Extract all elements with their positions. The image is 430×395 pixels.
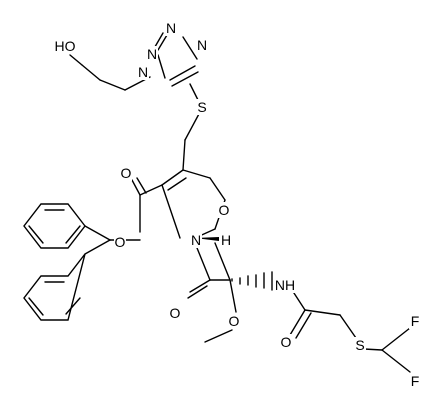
atom-o-lactam: O (169, 305, 181, 321)
atom-n-tetrazole-1: N (165, 20, 177, 36)
svg-text:O: O (121, 165, 132, 181)
svg-text:O: O (115, 234, 126, 250)
svg-text:N: N (166, 20, 176, 36)
atom-o-ring: O (218, 202, 230, 218)
svg-text:NH: NH (275, 277, 295, 293)
svg-text:S: S (197, 99, 206, 115)
svg-text:F: F (411, 373, 420, 389)
atom-n-tetrazole-4: N (137, 64, 149, 80)
svg-text:O: O (170, 305, 181, 321)
atom-nh-amide: NH (273, 277, 297, 293)
atom-h-bridgehead: H (220, 232, 232, 248)
atom-o-amide: O (280, 334, 292, 350)
atom-s-thioether: S (196, 99, 208, 115)
atom-f-bottom: F (409, 373, 421, 389)
svg-text:N: N (147, 46, 157, 62)
bond-lines (23, 29, 411, 373)
atom-o-ester-carbonyl: O (120, 165, 132, 181)
atom-hydroxyl: HO (54, 38, 76, 54)
atom-n-ring: N (190, 232, 202, 248)
atom-o-methoxy: O (228, 313, 240, 329)
svg-text:N: N (191, 232, 201, 248)
svg-text:O: O (219, 202, 230, 218)
svg-text:S: S (355, 337, 364, 353)
svg-text:N: N (197, 37, 207, 53)
svg-text:F: F (411, 313, 420, 329)
svg-text:O: O (281, 334, 292, 350)
atom-s-side: S (354, 337, 366, 353)
atom-n-tetrazole-3: N (196, 37, 208, 53)
atom-f-top: F (409, 313, 421, 329)
svg-text:HO: HO (55, 38, 76, 54)
svg-text:H: H (221, 232, 231, 248)
atom-o-ester: O (114, 234, 126, 250)
atom-n-tetrazole-2: N (146, 46, 158, 62)
svg-text:O: O (229, 313, 240, 329)
svg-text:N: N (138, 64, 148, 80)
atom-labels: N N N N HO S O O (54, 20, 421, 389)
